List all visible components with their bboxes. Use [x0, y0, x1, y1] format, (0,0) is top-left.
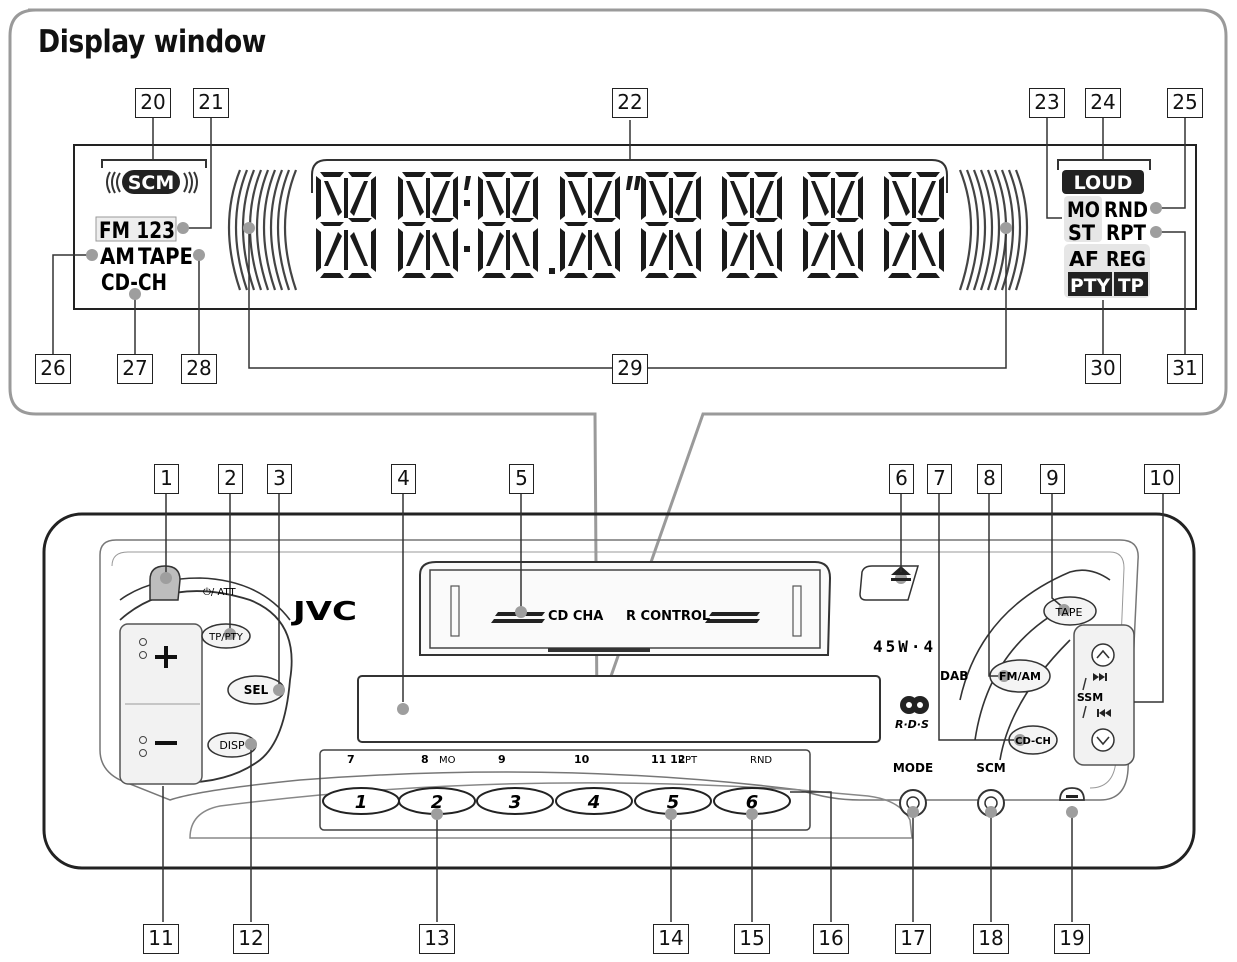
mode-label: MODE	[893, 761, 933, 775]
preset-label: RPT	[678, 755, 698, 766]
callout-5: 5	[509, 464, 534, 494]
att-label: ⏻/ ATT	[203, 587, 236, 598]
preset-button-6[interactable]: 6	[746, 792, 759, 813]
indicator-rnd: RND	[1104, 198, 1148, 222]
indicator-am: AM	[100, 245, 135, 270]
segment-display	[316, 172, 944, 278]
callout-25: 25	[1167, 88, 1203, 118]
tape-button[interactable]: TAPE	[1055, 606, 1083, 619]
callout-18: 18	[973, 924, 1009, 954]
callout-26: 26	[35, 354, 71, 384]
indicator-st: ST	[1068, 221, 1096, 245]
indicator-mo: MO	[1067, 198, 1100, 222]
preset-label: 11 12	[651, 753, 685, 766]
disp-button[interactable]: DISP	[219, 739, 245, 752]
callout-23: 23	[1029, 88, 1065, 118]
callout-9: 9	[1040, 464, 1065, 494]
scm-label: SCM	[976, 761, 1005, 775]
callout-7: 7	[927, 464, 952, 494]
callout-6: 6	[889, 464, 914, 494]
callout-12: 12	[233, 924, 269, 954]
callout-10: 10	[1144, 464, 1180, 494]
indicator-pty: PTY	[1070, 275, 1110, 297]
preset-label: 8	[421, 753, 429, 766]
callout-21: 21	[193, 88, 229, 118]
indicator-fm: FM 123	[99, 219, 175, 244]
callout-17: 17	[895, 924, 931, 954]
preset-label: 7	[347, 753, 355, 766]
cd-ch-button[interactable]: CD-CH	[1015, 736, 1051, 747]
callout-20: 20	[135, 88, 171, 118]
callout-27: 27	[117, 354, 153, 384]
preset-button-1[interactable]: 1	[355, 792, 368, 813]
callout-28: 28	[181, 354, 217, 384]
preset-label: 10	[574, 753, 590, 766]
callout-13: 13	[419, 924, 455, 954]
callout-29: 29	[612, 354, 648, 384]
indicator-reg: REG	[1106, 247, 1146, 271]
callout-16: 16	[813, 924, 849, 954]
diagram-title: Display window	[38, 24, 266, 60]
brand-logo: JVC	[290, 597, 357, 627]
indicator-cdch: CD-CH	[101, 271, 167, 296]
model-number: 45W·4	[873, 637, 936, 656]
indicator-tp: TP	[1118, 275, 1144, 297]
callout-30: 30	[1085, 354, 1121, 384]
callout-2: 2	[218, 464, 243, 494]
ssm-label: SSM	[1077, 691, 1103, 704]
callout-11: 11	[143, 924, 179, 954]
indicator-scm: SCM	[128, 172, 175, 194]
preset-button-5[interactable]: 5	[667, 792, 680, 813]
callout-8: 8	[977, 464, 1002, 494]
callout-15: 15	[734, 924, 770, 954]
rds-logo: R·D·S	[895, 718, 929, 731]
callout-1: 1	[154, 464, 179, 494]
callout-4: 4	[391, 464, 416, 494]
slot-text-left: CD CHA	[548, 609, 603, 624]
preset-button-2[interactable]: 2	[431, 792, 444, 813]
callout-22: 22	[612, 88, 648, 118]
indicator-loud: LOUD	[1074, 172, 1133, 194]
callout-3: 3	[267, 464, 292, 494]
preset-button-4[interactable]: 4	[587, 792, 601, 813]
preset-label: MO	[439, 755, 456, 766]
callout-24: 24	[1085, 88, 1121, 118]
preset-button-3[interactable]: 3	[509, 792, 522, 813]
preset-label: RND	[750, 755, 772, 766]
slot-text-right: R CONTROL	[626, 609, 710, 624]
callout-19: 19	[1054, 924, 1090, 954]
dab-label: DAB	[940, 669, 968, 683]
callout-14: 14	[653, 924, 689, 954]
sel-button[interactable]: SEL	[244, 683, 269, 697]
indicator-af: AF	[1069, 247, 1099, 271]
callout-31: 31	[1167, 354, 1203, 384]
fm-am-button[interactable]: FM/AM	[999, 670, 1041, 683]
preset-label: 9	[498, 753, 506, 766]
indicator-rpt: RPT	[1106, 221, 1147, 245]
indicator-tape: TAPE	[138, 245, 193, 270]
tp-pty-button[interactable]: TP/PTY	[208, 632, 244, 643]
